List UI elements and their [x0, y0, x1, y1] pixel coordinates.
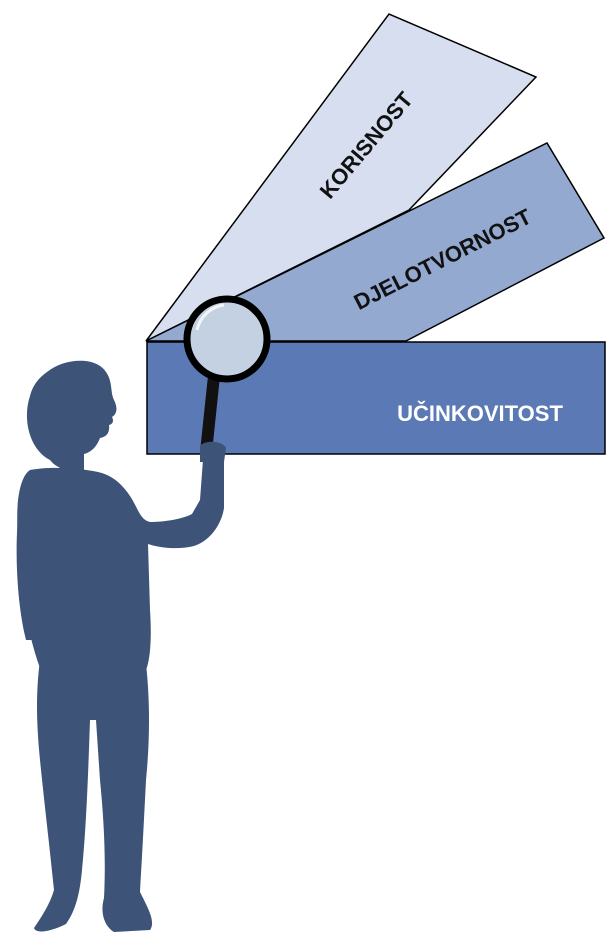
- person-hand: [200, 441, 226, 462]
- person-torso: [17, 446, 224, 670]
- card-ucinkovitost-shape: [146, 341, 606, 455]
- card-ucinkovitost-label: UČINKOVITOST: [397, 401, 563, 426]
- card-korisnost: KORISNOST: [145, 13, 538, 342]
- card-ucinkovitost: UČINKOVITOST: [146, 341, 606, 455]
- magnifier-glare: [195, 303, 225, 331]
- person-back-arm: [16, 500, 46, 640]
- card-djelotvornost-shape: [145, 142, 606, 342]
- magnifier-handle: [200, 375, 220, 450]
- magnifier-rim: [183, 295, 271, 383]
- magnifier-lens: [187, 299, 267, 379]
- person-head: [26, 360, 117, 472]
- magnifying-glass-icon: [183, 295, 271, 450]
- person-silhouette-icon: [16, 360, 224, 932]
- person-legs: [34, 660, 153, 932]
